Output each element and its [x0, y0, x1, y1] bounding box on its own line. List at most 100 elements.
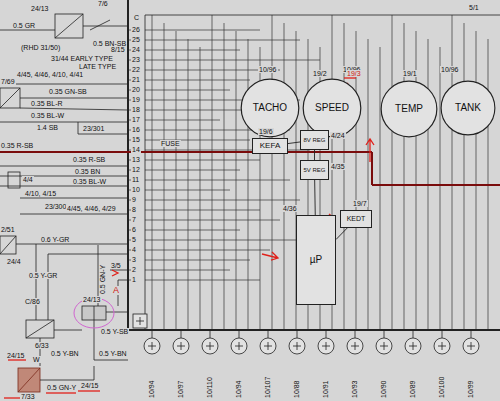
pin-number: 13	[131, 156, 141, 163]
wire-label: 10/110	[206, 376, 213, 399]
wire-label: 24/13	[30, 5, 50, 12]
wire-label: 0.6 Y-GR	[40, 236, 70, 243]
wire-label: 7/6	[97, 0, 109, 7]
pin-number: 5	[131, 236, 137, 243]
wire-label: 24/4	[6, 258, 22, 265]
module-box: 8V REG	[300, 130, 329, 150]
wire-label: 7/33	[20, 393, 36, 400]
node-text: 5V REG	[303, 167, 325, 173]
pin-number: 19	[131, 96, 141, 103]
node-text: TANK	[455, 103, 481, 114]
wire-label: 4/4	[22, 176, 34, 183]
pin-number: 6	[131, 226, 137, 233]
wire-label: 10/94	[148, 379, 155, 399]
wire-label: 10/93	[351, 379, 358, 399]
gauge-circle: SPEED	[302, 78, 362, 138]
pin-number: 9	[131, 196, 137, 203]
node-text: KEFA	[260, 142, 280, 150]
connector-wire	[314, 150, 315, 160]
wire-label: 19/1	[402, 70, 418, 77]
pin-number: 17	[131, 116, 141, 123]
wire-label: 0.35 GN-SB	[48, 88, 88, 95]
wire-label: 0.5 GR	[12, 22, 36, 29]
wire-label: 31/44 EARLY TYPE	[50, 55, 114, 62]
wire-label: 0.35 R-SB	[72, 156, 106, 163]
wire-label: 0.35 BN	[74, 168, 101, 175]
node-text: SPEED	[315, 103, 349, 114]
wire-label: 0.5 Y-GR	[28, 272, 58, 279]
wire-label: 0.5 Y-BN	[98, 350, 128, 357]
wire-label: 5/1	[468, 4, 480, 11]
wire-label: A	[112, 286, 120, 295]
wire-label: 23/300	[44, 203, 67, 210]
wire-label: 0.5 Y-SB	[100, 328, 129, 335]
pin-number: 21	[131, 76, 141, 83]
pin-number: 10	[131, 186, 141, 193]
wire-label: 10/88	[293, 379, 300, 399]
pin-number: 26	[131, 26, 141, 33]
wire-label: 4/24	[330, 132, 346, 139]
pin-number: 16	[131, 126, 141, 133]
module-box: µP	[296, 215, 336, 305]
wire-label: 0.35 BL-W	[30, 112, 65, 119]
module-box: KEFA	[252, 138, 288, 154]
wire-label: 1.4 SB	[36, 124, 59, 131]
wire-label: 23/301	[82, 125, 105, 132]
gauge-circle: TEMP	[380, 80, 438, 138]
connector-wire	[314, 180, 316, 215]
connector-wire	[288, 142, 300, 144]
pin-number: 18	[131, 106, 141, 113]
wire-label: 0.5 GN-Y	[46, 384, 77, 391]
connector-wire	[336, 228, 347, 240]
pin-number: 12	[131, 166, 141, 173]
wire-label: W	[32, 356, 41, 363]
module-box: KEDT	[340, 210, 372, 228]
wire-label: 0.35 R-SB	[0, 142, 34, 149]
wire-label: 19/2	[312, 70, 328, 77]
node-text: KEDT	[347, 215, 366, 222]
wire-label: 24/15	[80, 382, 100, 389]
wire-label: FUSE	[160, 140, 181, 147]
pin-number: 8	[131, 206, 137, 213]
wire-label: 19/3	[346, 70, 362, 77]
pin-number: 3	[131, 256, 137, 263]
wire-label: 4/45, 4/46, 4/29	[66, 205, 117, 212]
pin-number: 14	[131, 146, 141, 153]
node-text: µP	[310, 255, 322, 266]
pin-number: 7	[131, 216, 137, 223]
wire-label: 10/90	[380, 379, 387, 399]
pin-number: 15	[131, 136, 141, 143]
wire-label: 24/13	[82, 296, 102, 303]
pin-number: 20	[131, 86, 141, 93]
pin-number: 22	[131, 66, 141, 73]
wire-label: 10/94	[235, 379, 242, 399]
pin-number: 25	[131, 36, 141, 43]
wire-label: 10/99	[467, 379, 474, 399]
wire-label: 10/107	[264, 376, 271, 399]
wire-label: 10/89	[409, 379, 416, 399]
gauge-circle: TANK	[440, 80, 496, 136]
wire-label: 24/15	[6, 352, 26, 359]
wire-label: C/86	[24, 298, 41, 305]
wire-label: 10/96	[440, 66, 460, 73]
wire-label: 10/97	[177, 379, 184, 399]
node-text: TACHO	[253, 103, 287, 114]
wire-label: 4/10, 4/15	[24, 190, 57, 197]
pin-number: 2	[131, 266, 137, 273]
wire-label: 7/69	[0, 78, 16, 85]
node-text: 8V REG	[303, 137, 325, 143]
wire-label: 4/35	[330, 163, 346, 170]
pin-number: 11	[131, 176, 140, 183]
wire-label: 2/51	[0, 226, 16, 233]
wire-label: C	[133, 14, 140, 21]
wire-label: 0.35 BL-R	[30, 100, 64, 107]
wire-label: 10/96	[258, 66, 278, 73]
wire-label: 3/5	[110, 262, 122, 269]
wire-label: 19/7	[352, 200, 368, 207]
pin-number: 4	[131, 246, 137, 253]
pin-number: 23	[131, 56, 141, 63]
wire-label: 0.35 BL-W	[72, 178, 107, 185]
wire-label: 0.5 Y-BN	[50, 350, 80, 357]
module-box: 5V REG	[300, 160, 329, 180]
node-text: TEMP	[395, 104, 423, 115]
